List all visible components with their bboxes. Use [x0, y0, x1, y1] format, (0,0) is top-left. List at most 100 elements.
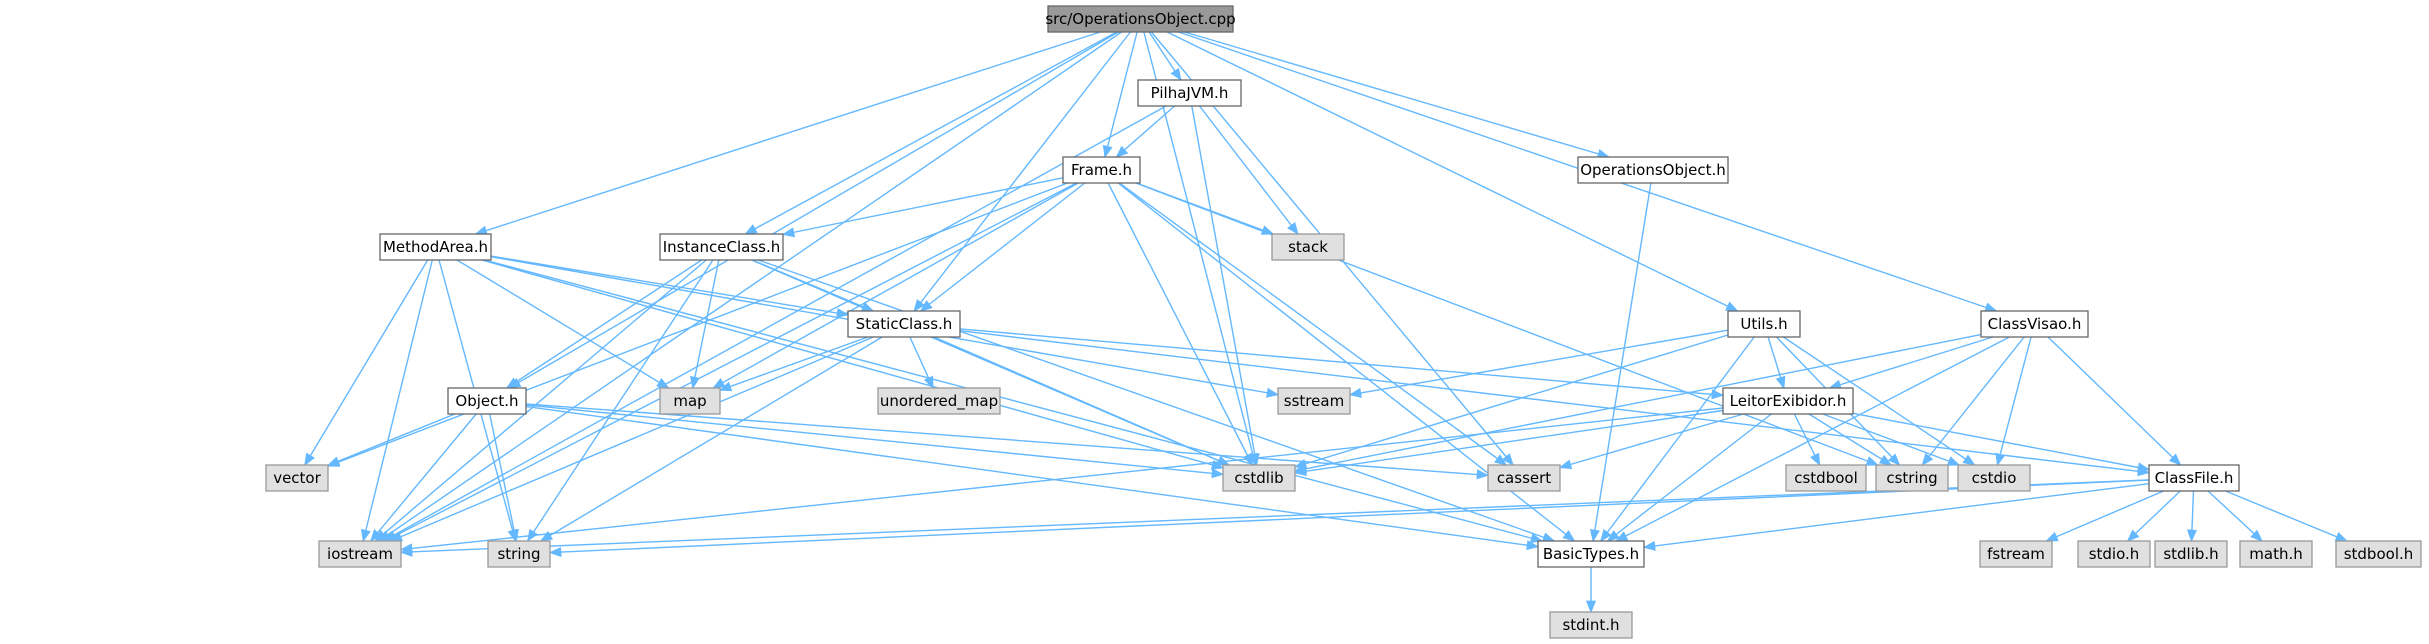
edge-utils-to-basictypes: [1600, 336, 1755, 543]
edge-leitor-to-cassert: [1558, 413, 1744, 470]
node-frame[interactable]: Frame.h: [1062, 156, 1141, 184]
node-fstream: fstream: [1979, 540, 2053, 568]
node-label-object: Object.h: [455, 392, 518, 410]
edge-classfile-to-fstream: [2045, 490, 2164, 542]
node-label-staticclass: StaticClass.h: [856, 315, 953, 333]
node-label-stdlib: stdlib.h: [2163, 545, 2218, 563]
edge-utils-to-cstdio: [1783, 336, 1976, 466]
node-root[interactable]: src/OperationsObject.cpp: [1045, 5, 1236, 33]
edge-root-to-utils: [1166, 31, 1739, 312]
node-opsh[interactable]: OperationsObject.h: [1577, 156, 1729, 184]
node-box-pilha: [1137, 79, 1242, 107]
node-box-root: [1047, 5, 1234, 33]
edge-classvisao-to-classfile: [2047, 336, 2182, 466]
node-box-cstdio: [1957, 464, 2031, 492]
edge-classvisao-to-cstring: [1921, 336, 2025, 466]
edge-staticclass-to-leitor: [959, 328, 1725, 400]
node-label-leitor: LeitorExibidor.h: [1730, 392, 1847, 410]
edge-methodarea-to-cstdlib: [481, 259, 1225, 470]
node-instanceclass[interactable]: InstanceClass.h: [659, 233, 784, 261]
node-label-cstdio: cstdio: [1972, 469, 2017, 487]
edge-object-to-string: [489, 413, 519, 543]
edge-root-to-frame: [1102, 31, 1138, 159]
node-stdlib: stdlib.h: [2154, 540, 2228, 568]
node-methodarea[interactable]: MethodArea.h: [379, 233, 492, 261]
node-box-cstdlib: [1222, 464, 1296, 492]
node-label-fstream: fstream: [1987, 545, 2045, 563]
edge-staticclass-to-unordered_map: [909, 336, 934, 390]
node-label-methodarea: MethodArea.h: [383, 238, 488, 256]
node-label-iostream: iostream: [327, 545, 393, 563]
node-staticclass[interactable]: StaticClass.h: [847, 310, 961, 338]
node-box-instanceclass: [659, 233, 784, 261]
edge-methodarea-to-basictypes: [484, 259, 1544, 543]
node-box-staticclass: [847, 310, 961, 338]
node-label-instanceclass: InstanceClass.h: [663, 238, 781, 256]
node-cstdlib: cstdlib: [1222, 464, 1296, 492]
node-label-stdbool: stdbool.h: [2344, 545, 2414, 563]
node-leitor[interactable]: LeitorExibidor.h: [1722, 387, 1854, 415]
node-box-stdint: [1549, 611, 1633, 639]
edge-leitor-to-cstdlib: [1293, 409, 1724, 477]
edge-leitor-to-basictypes: [1606, 413, 1772, 542]
node-stdint: stdint.h: [1549, 611, 1633, 639]
edge-pilha-to-iostream: [382, 105, 1167, 542]
edge-frame-to-instanceclass: [781, 177, 1064, 238]
edge-instanceclass-to-iostream: [374, 259, 707, 542]
node-sstream: sstream: [1277, 387, 1351, 415]
edge-instanceclass-to-basictypes: [758, 259, 1556, 542]
node-box-opsh: [1577, 156, 1729, 184]
node-unordered_map: unordered_map: [877, 387, 1001, 415]
node-string: string: [487, 540, 551, 568]
node-box-stdlib: [2154, 540, 2228, 568]
edge-pilha-to-cstdlib: [1191, 105, 1260, 467]
edge-frame-to-cassert: [1118, 182, 1508, 466]
edge-object-to-iostream: [369, 413, 477, 542]
node-label-cstdlib: cstdlib: [1234, 469, 1283, 487]
node-label-classfile: ClassFile.h: [2155, 469, 2234, 487]
edge-instanceclass-to-object: [505, 259, 703, 389]
node-stdio: stdio.h: [2077, 540, 2151, 568]
node-label-stdio: stdio.h: [2089, 545, 2140, 563]
edge-object-to-basictypes: [525, 405, 1540, 551]
edge-staticclass-to-map: [718, 336, 869, 392]
edge-staticclass-to-iostream: [389, 336, 874, 542]
node-label-map: map: [673, 392, 706, 410]
edge-root-to-pilha: [1148, 31, 1182, 82]
edge-methodarea-to-iostream: [361, 259, 433, 543]
edge-classfile-to-stdio: [2126, 490, 2181, 542]
node-label-string: string: [497, 545, 540, 563]
edge-pilha-to-stack: [1198, 105, 1299, 235]
edge-root-to-iostream: [377, 31, 1122, 542]
node-classvisao[interactable]: ClassVisao.h: [1980, 310, 2089, 338]
edge-root-to-object: [508, 31, 1119, 389]
edge-utils-to-leitor: [1767, 336, 1786, 390]
edge-leitor-to-cstdbool: [1793, 413, 1821, 467]
edge-object-to-cstdlib: [525, 404, 1225, 479]
edge-classvisao-to-basictypes: [1614, 336, 2010, 542]
node-basictypes[interactable]: BasicTypes.h: [1537, 540, 1645, 568]
edge-frame-to-cstdlib: [1107, 182, 1254, 467]
node-label-root: src/OperationsObject.cpp: [1045, 10, 1235, 28]
edge-methodarea-to-vector: [304, 259, 429, 467]
node-box-leitor: [1722, 387, 1854, 415]
edge-frame-to-cstring: [1135, 182, 1879, 466]
node-box-cstring: [1875, 464, 1949, 492]
node-classfile[interactable]: ClassFile.h: [2148, 464, 2240, 492]
edge-leitor-to-iostream: [399, 407, 1724, 554]
node-object[interactable]: Object.h: [447, 387, 527, 415]
edge-classfile-to-stdlib: [2186, 490, 2197, 543]
node-box-methodarea: [379, 233, 492, 261]
node-utils[interactable]: Utils.h: [1727, 310, 1801, 338]
node-math: math.h: [2239, 540, 2313, 568]
edge-opsh-to-basictypes: [1589, 182, 1652, 543]
node-map: map: [659, 387, 721, 415]
node-pilha[interactable]: PilhaJVM.h: [1137, 79, 1242, 107]
node-label-sstream: sstream: [1284, 392, 1344, 410]
edge-classfile-to-stdbool: [2225, 490, 2349, 542]
node-cassert: cassert: [1487, 464, 1561, 492]
node-label-utils: Utils.h: [1740, 315, 1787, 333]
node-box-classfile: [2148, 464, 2240, 492]
node-label-pilha: PilhaJVM.h: [1151, 84, 1229, 102]
